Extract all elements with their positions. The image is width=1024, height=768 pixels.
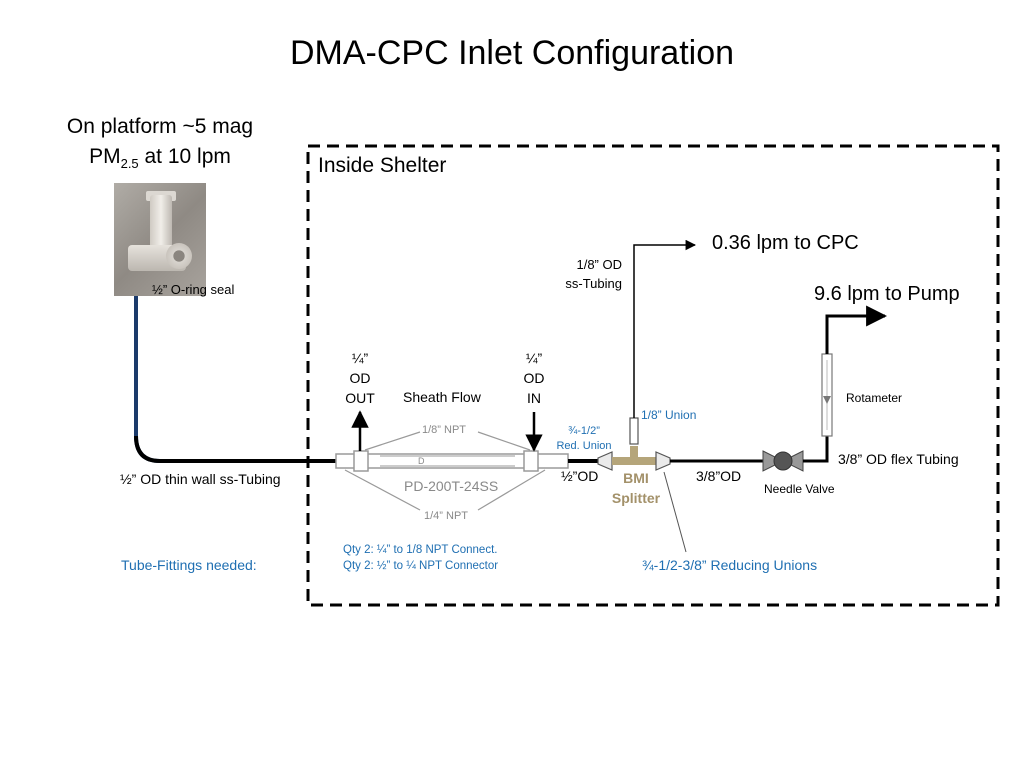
pump-tube xyxy=(825,305,888,354)
sheath-in-label: ¼” OD IN xyxy=(523,350,545,406)
fittings-list: Qty 2: ¼” to 1/8 NPT Connect. Qty 2: ½” … xyxy=(343,542,498,574)
pump-flow-label: 9.6 lpm to Pump xyxy=(814,283,960,305)
inlet-photo xyxy=(114,183,206,296)
dma-column: D xyxy=(335,450,569,472)
fitting-item: Qty 2: ¼” to 1/8 NPT Connect. xyxy=(343,544,498,556)
eighth-union xyxy=(629,417,639,445)
needle-valve-knob xyxy=(773,451,793,471)
quarter-npt-label: 1/4” NPT xyxy=(424,510,469,522)
bmi-splitter-label: BMI Splitter xyxy=(611,470,661,506)
seal-label: ½” O-ring seal xyxy=(152,282,235,297)
eighth-union-label: 1/8” Union xyxy=(641,408,697,422)
red-union-label: ¾-1/2” Red. Union xyxy=(556,425,612,452)
reducing-unions-label: ¾-1/2-3/8” Reducing Unions xyxy=(642,557,818,573)
fittings-needed-label: Tube-Fittings needed: xyxy=(121,557,257,573)
needle-valve-left xyxy=(762,450,785,472)
inlet-tube xyxy=(134,296,336,463)
svg-text:D: D xyxy=(418,456,425,466)
bmi-splitter-body xyxy=(612,457,656,465)
reducing-union-right xyxy=(655,451,671,471)
inlet-tube-black xyxy=(134,435,336,463)
pd-model-label: PD-200T-24SS xyxy=(404,478,499,494)
sheath-flow-label: Sheath Flow xyxy=(403,389,481,405)
shelter-label: Inside Shelter xyxy=(318,154,447,177)
flex-tube xyxy=(803,436,829,463)
npt-bracket-top xyxy=(364,431,531,451)
inlet-description: On platform ~5 mag PM2.5 at 10 lpm xyxy=(40,112,280,179)
thin-wall-tubing-label: ½” OD thin wall ss-Tubing xyxy=(120,471,281,487)
cpc-flow-label: 0.36 lpm to CPC xyxy=(712,232,859,254)
page-title: DMA-CPC Inlet Configuration xyxy=(289,34,735,72)
cpc-tube xyxy=(633,239,697,418)
flex-tubing-label: 3/8” OD flex Tubing xyxy=(838,451,959,467)
needle-valve-label: Needle Valve xyxy=(764,482,835,496)
fitting-item: Qty 2: ½” to ¼ NPT Connector xyxy=(343,560,499,572)
reducing-unions-leader xyxy=(663,471,687,553)
eighth-npt-label: 1/8” NPT xyxy=(422,424,467,436)
inlet-line-1: On platform ~5 mag xyxy=(66,115,254,138)
half-od-label: ½”OD xyxy=(561,468,599,484)
eighth-tubing-label: 1/8” OD ss-Tubing xyxy=(565,257,622,291)
bmi-splitter-stem xyxy=(630,446,638,458)
shelter-boundary xyxy=(306,144,1000,607)
rotameter-label: Rotameter xyxy=(846,391,903,405)
sheath-out-label: ¼” OD OUT xyxy=(345,350,375,406)
npt-bracket-bottom xyxy=(344,469,546,511)
three-eighth-od-label: 3/8”OD xyxy=(696,468,742,484)
inlet-line-2: PM2.5 at 10 lpm xyxy=(89,145,231,172)
reducing-union-left xyxy=(597,451,613,471)
rotameter-float xyxy=(823,396,831,404)
